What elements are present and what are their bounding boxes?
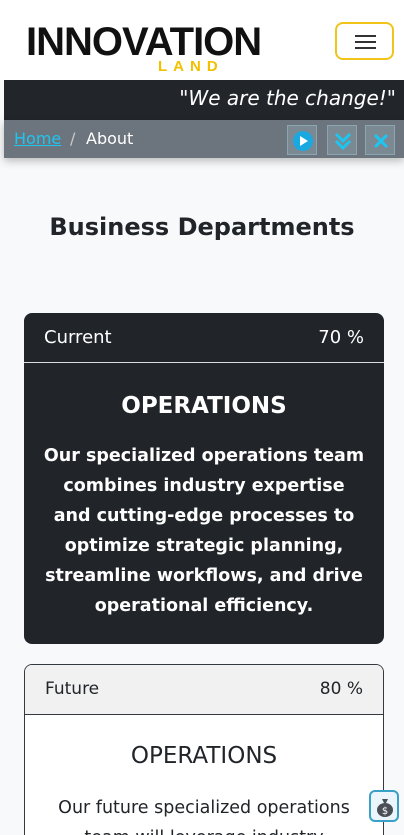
svg-text:$: $ [382, 806, 388, 817]
card-description: Our future specialized operations team w… [58, 798, 350, 835]
card-header: Future 80 % [25, 665, 383, 715]
logo-subtext: LAND [158, 58, 224, 75]
menu-toggle-button[interactable] [335, 22, 394, 60]
department-card-future: Future 80 % OPERATIONS Our future specia… [24, 664, 384, 835]
breadcrumb-home-link[interactable]: Home [14, 129, 62, 148]
double-chevron-down-icon [334, 132, 352, 151]
department-card-current: Current 70 % OPERATIONS Our specialized … [24, 313, 384, 644]
breadcrumb: Home / About [4, 120, 404, 158]
expand-button[interactable] [327, 125, 357, 155]
tagline-band: "We are the change!" [4, 80, 404, 120]
card-percent: 70 % [318, 327, 364, 348]
play-button[interactable] [287, 125, 317, 155]
tagline-text: "We are the change!" [179, 86, 396, 110]
card-header: Current 70 % [24, 313, 384, 363]
card-description: Our specialized operations team combines… [43, 446, 365, 616]
card-title: OPERATIONS [130, 743, 278, 769]
page-title: Business Departments [49, 213, 355, 241]
card-percent: 80 % [319, 679, 363, 699]
card-title: OPERATIONS [121, 393, 287, 419]
play-icon [293, 131, 313, 151]
site-header: INNOVATION LAND [0, 0, 404, 80]
close-icon [373, 133, 389, 149]
money-bag-icon: $ [377, 799, 393, 817]
close-button[interactable] [365, 125, 395, 155]
innovation-land-logo[interactable]: INNOVATION LAND [26, 18, 262, 76]
card-status: Future [45, 679, 100, 699]
breadcrumb-separator: / [70, 129, 76, 148]
breadcrumb-current: About [86, 129, 134, 148]
card-status: Current [44, 327, 112, 348]
logo-text: INNOVATION [26, 20, 262, 64]
donate-button[interactable]: $ [369, 790, 399, 822]
